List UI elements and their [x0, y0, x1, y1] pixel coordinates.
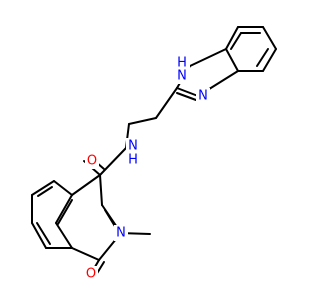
bond-line: [262, 26, 277, 50]
bond-line: [71, 174, 101, 196]
imidazole-n-label: N: [198, 89, 208, 104]
bond-line: [176, 87, 199, 97]
bond-line: [36, 222, 51, 245]
bond-line: [71, 247, 100, 261]
bond-line: [225, 48, 239, 72]
bond-line: [256, 48, 269, 67]
bond-line: [176, 92, 197, 101]
amide-nh-atom: N H: [126, 138, 140, 170]
bond-line: [57, 199, 73, 225]
bond-line: [37, 186, 53, 197]
bond-line: [31, 222, 47, 249]
bond-line: [225, 26, 239, 50]
bond-line: [55, 222, 73, 249]
bond-line: [31, 180, 55, 196]
bond-line: [53, 180, 73, 196]
bond-line: [55, 194, 73, 224]
ring-o-label: O: [86, 267, 96, 282]
imidazole-n-atom: N: [196, 88, 210, 104]
amide-n-label: N: [128, 139, 138, 154]
atom-label-layer: H N N N H O N O: [84, 56, 210, 282]
bond-line: [99, 147, 127, 176]
bond-line: [155, 87, 178, 119]
bond-line: [230, 32, 242, 50]
bond-line: [262, 48, 277, 72]
bond-line: [128, 117, 157, 125]
ring-n-label: N: [116, 226, 126, 241]
imidazole-nh-atom: H N: [174, 56, 190, 84]
bond-line: [189, 48, 227, 67]
imidazole-nh-label: N: [177, 69, 187, 84]
bond-layer: [31, 26, 277, 276]
molecule-structure: H N N N H O N O: [31, 26, 277, 282]
bond-line: [99, 174, 103, 206]
imidazole-h-label: H: [177, 56, 187, 71]
amide-o-label: O: [87, 154, 97, 169]
ring-n-atom: N: [114, 225, 128, 241]
amide-h-label: H: [128, 153, 138, 168]
ring-o-atom: O: [84, 266, 98, 282]
amide-o-atom: O: [85, 153, 99, 169]
